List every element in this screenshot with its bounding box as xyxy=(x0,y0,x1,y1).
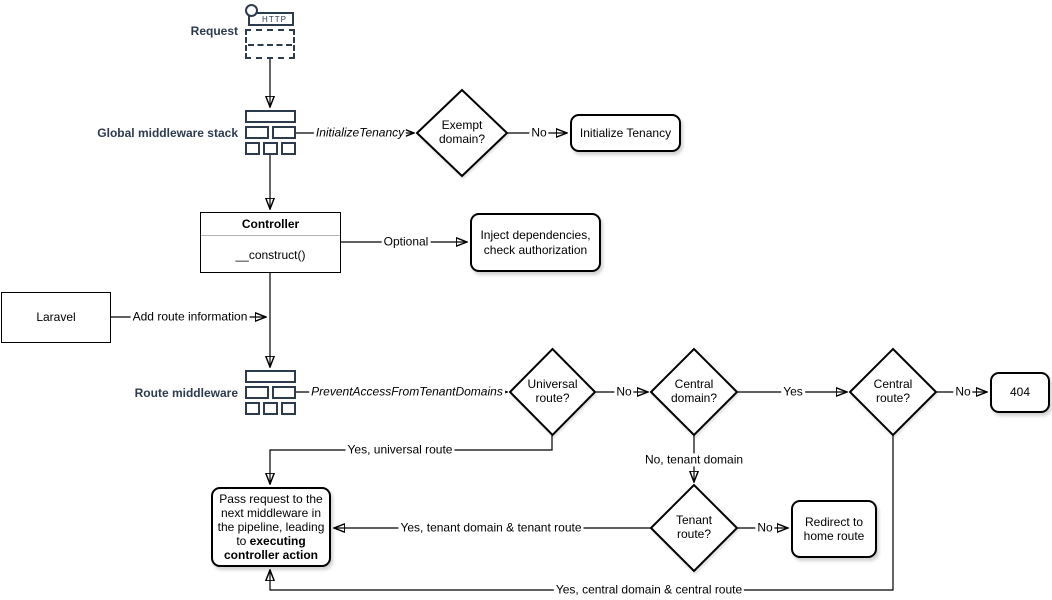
edge-label-central-route-no: No xyxy=(953,384,973,399)
route-middleware-stack-icon xyxy=(245,370,296,415)
controller-construct: __construct() xyxy=(235,247,306,262)
edge-label-central-route-yes: Yes, central domain & central route xyxy=(553,582,745,597)
stack-cell xyxy=(263,142,278,155)
universal-route-diamond xyxy=(508,347,597,437)
central-domain-diamond xyxy=(649,347,739,437)
edge-label-exempt-no: No xyxy=(529,125,549,140)
edge-label-add-route-information: Add route information xyxy=(130,309,250,324)
edge-label-universal-yes: Yes, universal route xyxy=(345,442,455,457)
pass-request-prefix: Pass request to the next middleware in t… xyxy=(217,492,325,548)
route-middleware-label: Route middleware xyxy=(134,386,238,400)
central-route-diamond xyxy=(848,347,938,437)
request-label: Request xyxy=(190,24,238,38)
stack-cell xyxy=(245,142,260,155)
stack-cell xyxy=(245,126,269,139)
edge-label-tenant-yes: Yes, tenant domain & tenant route xyxy=(398,520,584,535)
request-body-divider xyxy=(248,44,292,46)
edge-label-universal-no: No xyxy=(614,384,634,399)
laravel-box: Laravel xyxy=(1,292,111,343)
stack-cell xyxy=(245,402,260,415)
global-middleware-label: Global middleware stack xyxy=(97,126,238,140)
stack-cell xyxy=(281,142,296,155)
not-found-box: 404 xyxy=(990,372,1050,413)
http-request-icon: HTTP xyxy=(245,4,295,59)
controller-title: Controller xyxy=(201,213,340,236)
edge-label-prevent-access: PreventAccessFromTenantDomains xyxy=(309,384,505,399)
request-circle-icon xyxy=(245,4,258,17)
stack-cell xyxy=(245,386,269,399)
edge-label-initialize-tenancy: InitializeTenancy xyxy=(313,125,407,140)
edge-label-optional: Optional xyxy=(381,234,431,249)
redirect-home-box: Redirect to home route xyxy=(791,500,877,558)
pass-request-box: Pass request to the next middleware in t… xyxy=(211,487,331,567)
initialize-tenancy-box: Initialize Tenancy xyxy=(570,114,681,152)
pass-request-bold: executing controller action xyxy=(223,534,318,562)
http-bar-icon: HTTP xyxy=(248,12,294,26)
edge-label-tenant-no: No xyxy=(755,520,775,535)
global-middleware-stack-icon xyxy=(245,110,296,155)
stack-cell xyxy=(245,370,296,383)
stack-cell xyxy=(272,126,296,139)
controller-box: Controller __construct() xyxy=(200,212,341,273)
exempt-domain-diamond xyxy=(415,88,509,178)
request-body-icon xyxy=(245,29,295,59)
stack-cell xyxy=(272,386,296,399)
stack-cell xyxy=(263,402,278,415)
edge-label-central-domain-yes: Yes xyxy=(781,384,805,399)
pass-request-text: Pass request to the next middleware in t… xyxy=(215,492,327,562)
inject-dependencies-box: Inject dependencies, check authorization xyxy=(470,213,601,272)
tenant-route-diamond xyxy=(649,483,739,573)
stack-cell xyxy=(245,110,296,123)
stack-cell xyxy=(281,402,296,415)
edge-label-central-domain-no: No, tenant domain xyxy=(642,452,746,467)
